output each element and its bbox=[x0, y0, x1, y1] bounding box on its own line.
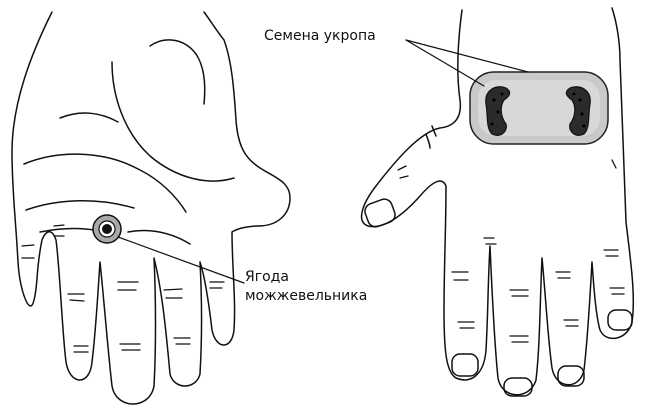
left-hand-outline bbox=[11, 11, 291, 405]
right-ring-nail bbox=[557, 365, 585, 387]
right-middle-nail bbox=[503, 377, 533, 397]
juniper-leader-line bbox=[117, 236, 245, 284]
left-crease-3 bbox=[59, 112, 119, 123]
left-hand-palm bbox=[11, 11, 291, 405]
juniper-label-line-1: Ягода bbox=[245, 269, 289, 285]
right-index-nail bbox=[451, 353, 479, 377]
left-crease-1 bbox=[23, 153, 187, 213]
right-hand-back bbox=[360, 7, 635, 397]
right-thumb-nail bbox=[364, 198, 396, 228]
dill-seeds-label: Семена укропа bbox=[264, 28, 376, 44]
juniper-berry-label: Ягода можжевельника bbox=[245, 268, 367, 306]
left-thumb-crease bbox=[111, 61, 235, 182]
dill-seed-right bbox=[565, 86, 591, 136]
dill-seed-patch bbox=[469, 71, 609, 145]
left-crease-5 bbox=[127, 229, 191, 245]
right-hand-outline bbox=[360, 7, 635, 396]
right-knuckle-marks bbox=[397, 159, 625, 343]
left-crease-2 bbox=[25, 199, 135, 211]
dill-leader-lines bbox=[405, 39, 529, 87]
left-knuckle-marks bbox=[21, 224, 225, 353]
left-thumb-tip bbox=[149, 39, 206, 105]
right-pinky-nail bbox=[607, 309, 633, 331]
juniper-label-line-2: можжевельника bbox=[245, 288, 368, 304]
right-back-lines bbox=[425, 125, 437, 149]
juniper-berry-marker bbox=[92, 214, 122, 244]
